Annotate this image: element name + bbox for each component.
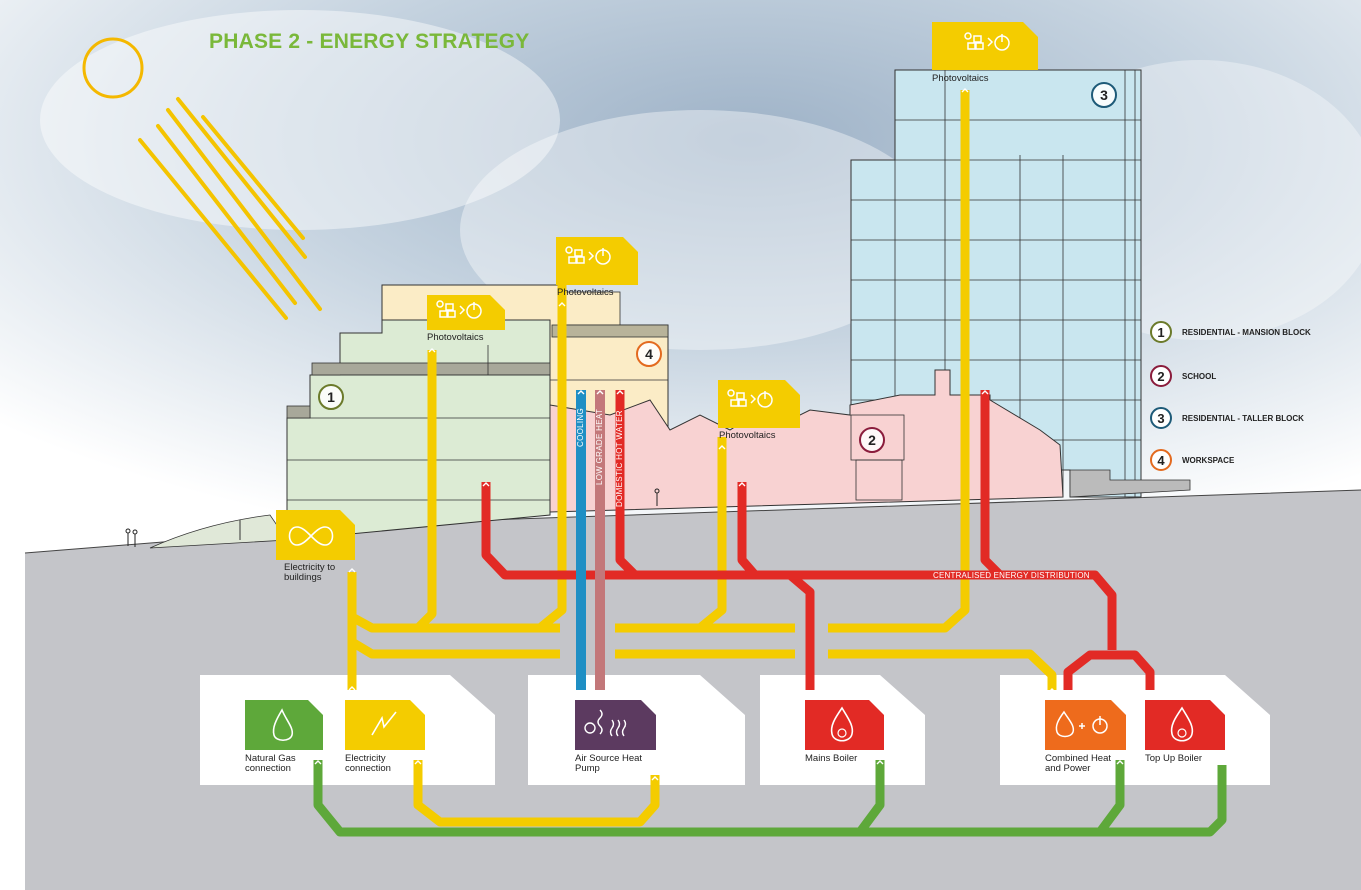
natural-gas-box [245,700,323,750]
legend-item-1: 1 RESIDENTIAL - MANSION BLOCK [1150,318,1311,346]
chp-label: Combined Heat and Power [1045,753,1112,774]
people-silhouettes [125,488,660,547]
domestic-hot-water-label: DOMESTIC HOT WATER [615,410,624,507]
sun-icon [82,37,144,99]
low-grade-heat-label: LOW GRADE HEAT [595,408,604,485]
legend-number: 1 [1150,321,1172,343]
building-marker-4: 4 [636,341,662,367]
electricity-connection-box [345,700,425,750]
legend-item-2: 2 SCHOOL [1150,362,1216,390]
cooling-label: COOLING [576,408,585,447]
pv-box-4 [932,22,1038,70]
sun-rays [138,97,322,320]
pv-icon-glyphs [436,32,1010,408]
legend-item-4: 4 WORKSPACE [1150,446,1234,474]
cooling-pipe [576,390,586,690]
legend-number: 3 [1150,407,1172,429]
ashp-label: Air Source Heat Pump [575,753,643,774]
building-marker-1: 1 [318,384,344,410]
ashp-box [575,700,656,750]
top-up-boiler-label: Top Up Boiler [1145,753,1203,764]
building-school [549,369,1064,513]
pv-label-2: Photovoltaics [557,287,614,298]
legend-number: 2 [1150,365,1172,387]
legend-label: WORKSPACE [1182,455,1235,465]
electricity-to-buildings-label: Electricity to buildings [284,562,336,583]
legend-label: RESIDENTIAL - MANSION BLOCK [1182,327,1311,337]
building-marker-3: 3 [1091,82,1117,108]
gas-pipework [313,760,1227,837]
electricity-to-buildings-box [276,510,355,560]
legend-label: SCHOOL [1182,371,1217,381]
pv-box-1 [427,295,505,330]
heat-pipework [481,390,1155,690]
pv-label-3: Photovoltaics [719,430,776,441]
page-title: PHASE 2 - ENERGY STRATEGY [209,30,530,53]
electricity-connection-label: Electricity connection [345,753,391,774]
legend-label: RESIDENTIAL - TALLER BLOCK [1182,413,1304,423]
mains-boiler-box [805,700,884,750]
low-grade-heat-pipe [595,390,605,690]
pv-label-4: Photovoltaics [932,73,989,84]
top-up-boiler-box [1145,700,1225,750]
building-marker-2: 2 [859,427,885,453]
mains-boiler-label: Mains Boiler [805,753,858,764]
natural-gas-label: Natural Gas connection [245,753,296,774]
legend-item-3: 3 RESIDENTIAL - TALLER BLOCK [1150,404,1304,432]
pv-label-1: Photovoltaics [427,332,484,343]
electric-pipework [347,90,1057,827]
distribution-label: CENTRALISED ENERGY DISTRIBUTION [933,571,1090,580]
chp-box [1045,700,1126,750]
legend-number: 4 [1150,449,1172,471]
